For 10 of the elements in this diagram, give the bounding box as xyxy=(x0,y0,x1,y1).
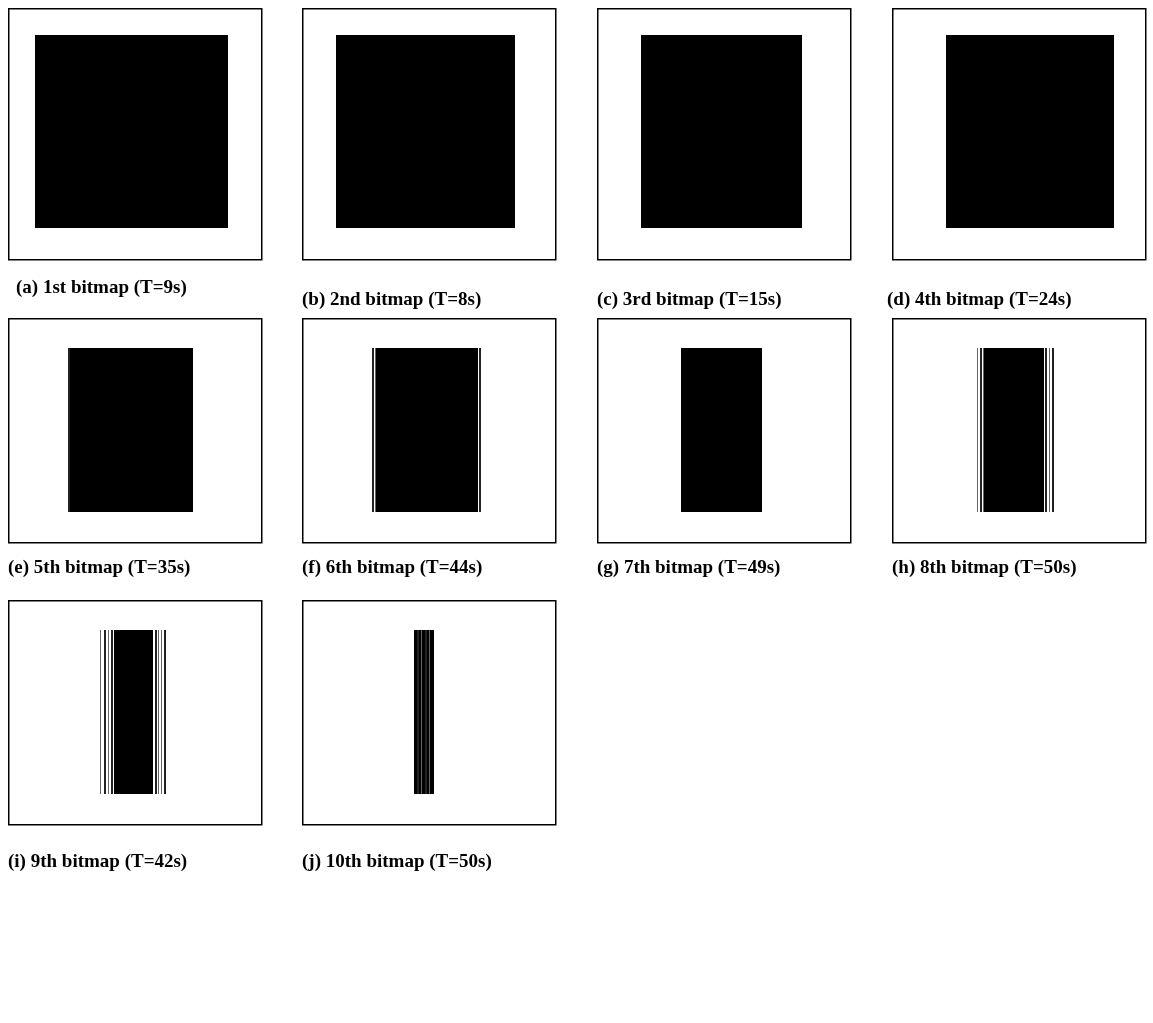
figure-caption: (g) 7th bitmap (T=49s) xyxy=(597,556,781,578)
figure-caption: (i) 9th bitmap (T=42s) xyxy=(8,850,188,872)
figure-caption: (b) 2nd bitmap (T=8s) xyxy=(302,288,482,310)
figure-caption: (f) 6th bitmap (T=44s) xyxy=(302,556,483,578)
figure-caption: (h) 8th bitmap (T=50s) xyxy=(892,556,1077,578)
figure-caption: (c) 3rd bitmap (T=15s) xyxy=(597,288,782,310)
figure-caption: (e) 5th bitmap (T=35s) xyxy=(8,556,191,578)
figure-caption: (j) 10th bitmap (T=50s) xyxy=(302,850,492,872)
figure-caption: (d) 4th bitmap (T=24s) xyxy=(887,288,1072,310)
figure-caption: (a) 1st bitmap (T=9s) xyxy=(16,276,187,298)
